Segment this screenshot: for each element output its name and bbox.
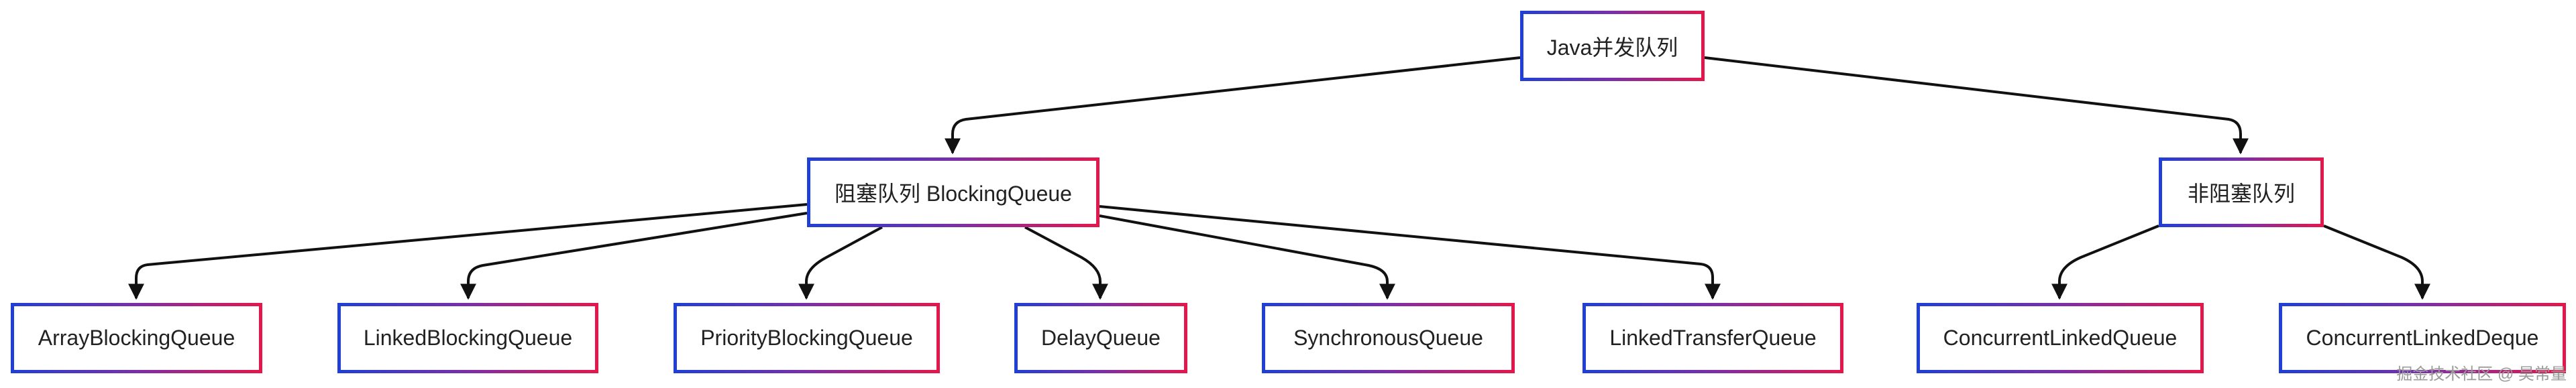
edge-root-blocking: [945, 56, 1521, 155]
edge-nonblocking-cld: [2323, 224, 2430, 300]
edge-blocking-ltq: [1099, 205, 1721, 300]
node-label: LinkedBlockingQueue: [363, 326, 573, 350]
edge-blocking-pbq: [798, 226, 883, 300]
edge-blocking-sq: [1099, 214, 1395, 300]
node-concurrent-linked-queue: ConcurrentLinkedQueue: [1917, 303, 2204, 373]
node-label: 非阻塞队列: [2187, 182, 2295, 206]
node-non-blocking-queue: 非阻塞队列: [2159, 157, 2324, 227]
node-label: PriorityBlockingQueue: [700, 326, 913, 350]
edge-root-nonblocking: [1704, 56, 2249, 155]
node-linked-blocking-queue: LinkedBlockingQueue: [337, 303, 598, 373]
node-synchronous-queue: SynchronousQueue: [1262, 303, 1515, 373]
node-label: Java并发队列: [1546, 35, 1678, 60]
node-blocking-queue: 阻塞队列 BlockingQueue: [807, 157, 1099, 227]
node-label: ConcurrentLinkedDeque: [2306, 326, 2539, 350]
node-array-blocking-queue: ArrayBlockingQueue: [11, 303, 262, 373]
edge-nonblocking-clq: [2051, 224, 2159, 300]
node-label: SynchronousQueue: [1293, 326, 1483, 350]
edge-blocking-dq: [1024, 226, 1108, 300]
node-linked-transfer-queue: LinkedTransferQueue: [1582, 303, 1843, 373]
node-label: LinkedTransferQueue: [1609, 326, 1817, 350]
node-label: ArrayBlockingQueue: [38, 326, 235, 350]
edge-blocking-abq: [128, 203, 808, 300]
node-label: DelayQueue: [1041, 326, 1161, 350]
node-delay-queue: DelayQueue: [1014, 303, 1187, 373]
edge-blocking-lbq: [460, 212, 808, 300]
node-label: 阻塞队列 BlockingQueue: [835, 182, 1072, 206]
watermark: 掘金技术社区 @ 昊常量: [2396, 365, 2567, 383]
node-concurrent-linked-deque: ConcurrentLinkedDeque: [2279, 303, 2566, 373]
node-label: ConcurrentLinkedQueue: [1943, 326, 2178, 350]
node-java-concurrent-queue: Java并发队列: [1520, 11, 1705, 81]
node-priority-blocking-queue: PriorityBlockingQueue: [674, 303, 940, 373]
